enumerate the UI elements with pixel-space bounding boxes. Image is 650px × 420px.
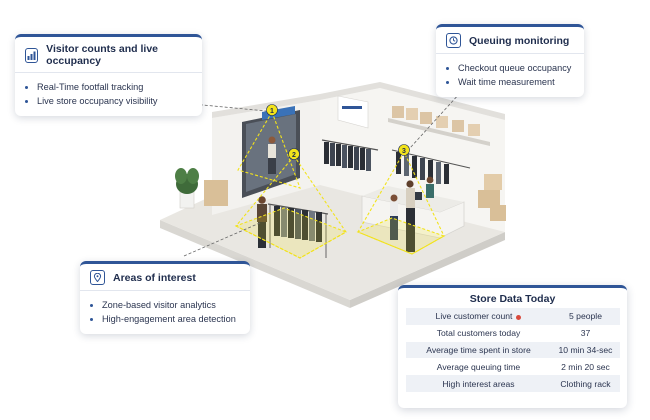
- bar-chart-icon: [25, 47, 39, 63]
- zone-marker-3-label: 3: [402, 148, 406, 155]
- row-label: Live customer count: [435, 311, 513, 322]
- row-label-cell: Live customer count: [405, 308, 552, 325]
- table-row: Average queuing time 2 min 20 sec: [406, 358, 620, 375]
- zone-marker-1-label: 1: [270, 108, 274, 115]
- areas-of-interest-callout: Areas of interest Zone-based visitor ana…: [80, 261, 250, 334]
- floor-front-edge: [160, 220, 350, 308]
- visitor-counts-callout: Visitor counts and live occupancy Real-T…: [15, 34, 202, 116]
- table-row: Live customer count 5 people: [405, 308, 620, 325]
- zone-marker-2: 2: [288, 148, 300, 160]
- queuing-monitoring-body: Checkout queue occupancy Wait time measu…: [436, 53, 584, 97]
- visitor-counts-header: Visitor counts and live occupancy: [15, 37, 202, 72]
- detection-zones: [234, 111, 446, 259]
- visitor-counts-title: Visitor counts and live occupancy: [46, 43, 159, 67]
- floor-right-edge: [350, 232, 505, 308]
- clock-icon: [446, 33, 461, 48]
- shopper-figures: [257, 136, 434, 252]
- row-value: 37: [580, 328, 591, 339]
- store-data-table: Live customer count 5 people Total custo…: [405, 308, 620, 392]
- list-item: Live store occupancy visibility: [37, 96, 192, 106]
- table-row: Total customers today 37: [406, 325, 620, 342]
- potted-plant: [175, 168, 199, 209]
- queuing-monitoring-header: Queuing monitoring: [436, 27, 584, 53]
- back-clothing-rack: [321, 139, 379, 171]
- queuing-monitoring-list: Checkout queue occupancy Wait time measu…: [446, 63, 574, 87]
- table-row: High interest areas Clothing rack: [405, 375, 620, 392]
- areas-of-interest-list: Zone-based visitor analytics High-engage…: [90, 300, 240, 324]
- row-value: Clothing rack: [551, 375, 620, 392]
- row-label: Average time spent in store: [405, 341, 552, 359]
- live-indicator-icon: [516, 314, 522, 320]
- zone-marker-3: 3: [398, 144, 410, 156]
- row-label: High interest areas: [405, 375, 552, 392]
- areas-of-interest-title: Areas of interest: [113, 271, 196, 284]
- list-item: Zone-based visitor analytics: [102, 300, 240, 310]
- banner-stripe: [342, 106, 362, 109]
- zone-marker-1: 1: [266, 104, 278, 116]
- right-shelves: [388, 106, 490, 184]
- center-clothing-rack: [267, 203, 329, 258]
- list-item: Real-Time footfall tracking: [37, 82, 192, 92]
- queuing-monitoring-callout: Queuing monitoring Checkout queue occupa…: [436, 24, 584, 97]
- location-pin-icon: [90, 270, 105, 285]
- store-data-card: Store Data Today Live customer count 5 p…: [398, 285, 627, 408]
- areas-of-interest-body: Zone-based visitor analytics High-engage…: [80, 290, 250, 334]
- entrance-sign: [262, 106, 295, 120]
- wall-banner: [337, 95, 369, 129]
- table-row: Average time spent in store 10 min 34-se…: [405, 341, 620, 359]
- queuing-monitoring-title: Queuing monitoring: [469, 34, 570, 47]
- row-value: 10 min 34-sec: [551, 341, 620, 359]
- leader-lines: [149, 81, 471, 257]
- row-value: 5 people: [551, 308, 620, 325]
- row-value: 2 min 20 sec: [561, 361, 610, 372]
- visitor-counts-body: Real-Time footfall tracking Live store o…: [15, 72, 202, 116]
- store-data-title: Store Data Today: [469, 293, 556, 305]
- row-label: Total customers today: [436, 328, 521, 339]
- wall-top-left: [212, 94, 320, 118]
- visitor-counts-list: Real-Time footfall tracking Live store o…: [25, 82, 192, 106]
- row-label: Average queuing time: [436, 361, 521, 372]
- areas-of-interest-header: Areas of interest: [80, 264, 250, 290]
- zone-marker-2-label: 2: [292, 152, 296, 159]
- box-stack: [204, 174, 506, 221]
- list-item: Wait time measurement: [458, 77, 574, 87]
- list-item: High-engagement area detection: [102, 314, 240, 324]
- list-item: Checkout queue occupancy: [458, 63, 574, 73]
